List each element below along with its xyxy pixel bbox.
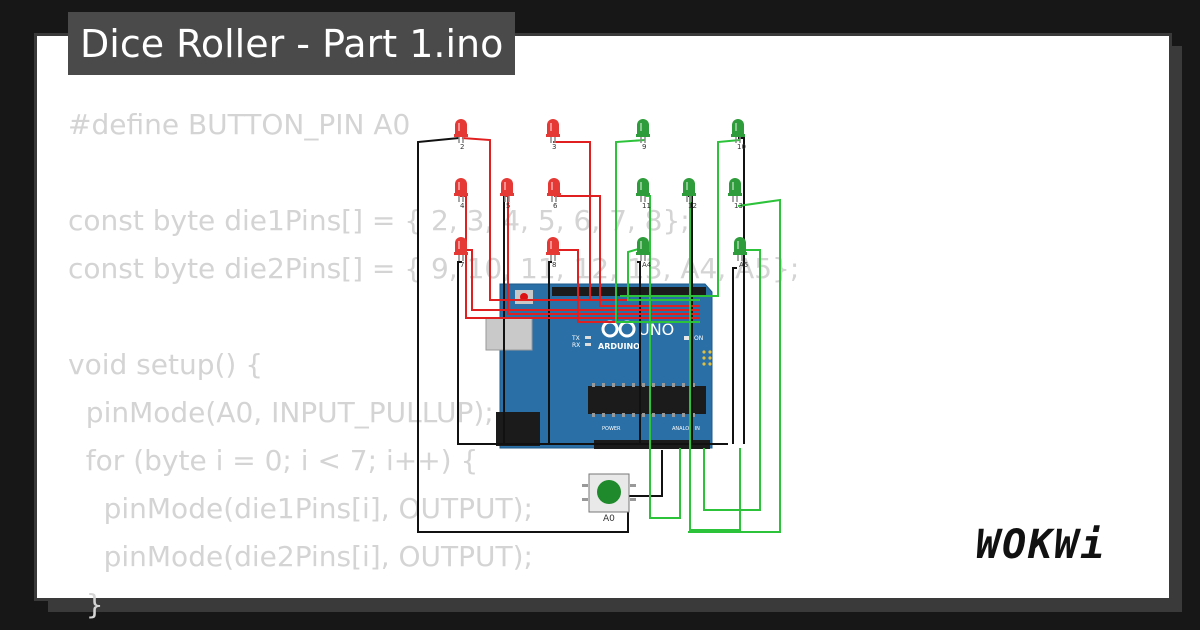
led: A4	[636, 237, 652, 269]
led-pin-label: 8	[552, 261, 556, 269]
code-line: }	[68, 588, 104, 621]
led-pin-label: 13	[734, 202, 743, 210]
led-pin-label: 3	[552, 143, 556, 151]
power-led	[684, 336, 690, 340]
led: 2	[454, 119, 468, 151]
pushbutton[interactable]: A0	[582, 473, 636, 524]
usb-port	[485, 317, 533, 351]
led-pin-label: 11	[642, 202, 651, 210]
led-pin-label: 7	[460, 261, 464, 269]
led: 9	[636, 119, 650, 151]
led: 13	[728, 178, 743, 210]
code-line: #define BUTTON_PIN A0	[68, 108, 411, 141]
led-pin-label: A5	[739, 261, 748, 269]
pushbutton-cap-icon[interactable]	[597, 480, 621, 504]
power-section-label: POWER	[602, 426, 621, 432]
led: 5	[500, 178, 514, 210]
led-pin-label: 2	[460, 143, 464, 151]
rx-led	[585, 343, 591, 346]
led: 11	[636, 178, 651, 210]
code-preview: #define BUTTON_PIN A0 const byte die1Pins…	[68, 101, 799, 629]
wokwi-logo: WOKWi	[976, 522, 1107, 568]
icsp-header	[702, 350, 712, 366]
led: 7	[454, 237, 468, 269]
led-pin-label: 9	[642, 143, 646, 151]
analog-section-label: ANALOG IN	[672, 426, 700, 432]
led-pin-label: 4	[460, 202, 465, 210]
code-line: const byte die2Pins[] = { 9, 10, 11, 12,…	[68, 252, 800, 285]
tx-label: TX	[571, 335, 580, 342]
code-line: void setup() {	[68, 348, 264, 381]
atmega-chip	[588, 386, 706, 414]
project-title: Dice Roller - Part 1.ino	[80, 21, 504, 66]
code-line: for (byte i = 0; i < 7; i++) {	[68, 444, 479, 477]
led: 8	[546, 237, 560, 269]
board-brand-label: ARDUINO	[598, 342, 640, 351]
on-label: ON	[694, 335, 703, 342]
project-title-banner: Dice Roller - Part 1.ino	[68, 12, 516, 75]
led: 6	[547, 178, 561, 210]
led: 10	[731, 119, 746, 151]
chip-pins	[592, 383, 695, 417]
led: 12	[682, 178, 697, 210]
led: 3	[546, 119, 560, 151]
rx-label: RX	[572, 342, 580, 349]
arduino-uno-board[interactable]: UNO ARDUINO TX RX ON POWER ANALOG IN	[485, 283, 713, 449]
led-pin-label: A4	[642, 261, 652, 269]
led-pin-label: 10	[737, 143, 746, 151]
board-model-label: UNO	[638, 320, 674, 339]
led: A5	[733, 237, 748, 269]
power-jack	[496, 412, 540, 446]
code-line: pinMode(A0, INPUT_PULLUP);	[68, 396, 494, 429]
code-line: pinMode(die1Pins[i], OUTPUT);	[68, 492, 533, 525]
led-pin-label: 12	[688, 202, 697, 210]
pushbutton-label: A0	[603, 514, 615, 524]
code-line: const byte die1Pins[] = { 2, 3, 4, 5, 6,…	[68, 204, 690, 237]
led: 4	[454, 178, 468, 210]
led-pin-label: 6	[553, 202, 558, 210]
led-pin-label: 5	[506, 202, 510, 210]
tx-led	[585, 336, 591, 339]
code-line: pinMode(die2Pins[i], OUTPUT);	[68, 540, 533, 573]
